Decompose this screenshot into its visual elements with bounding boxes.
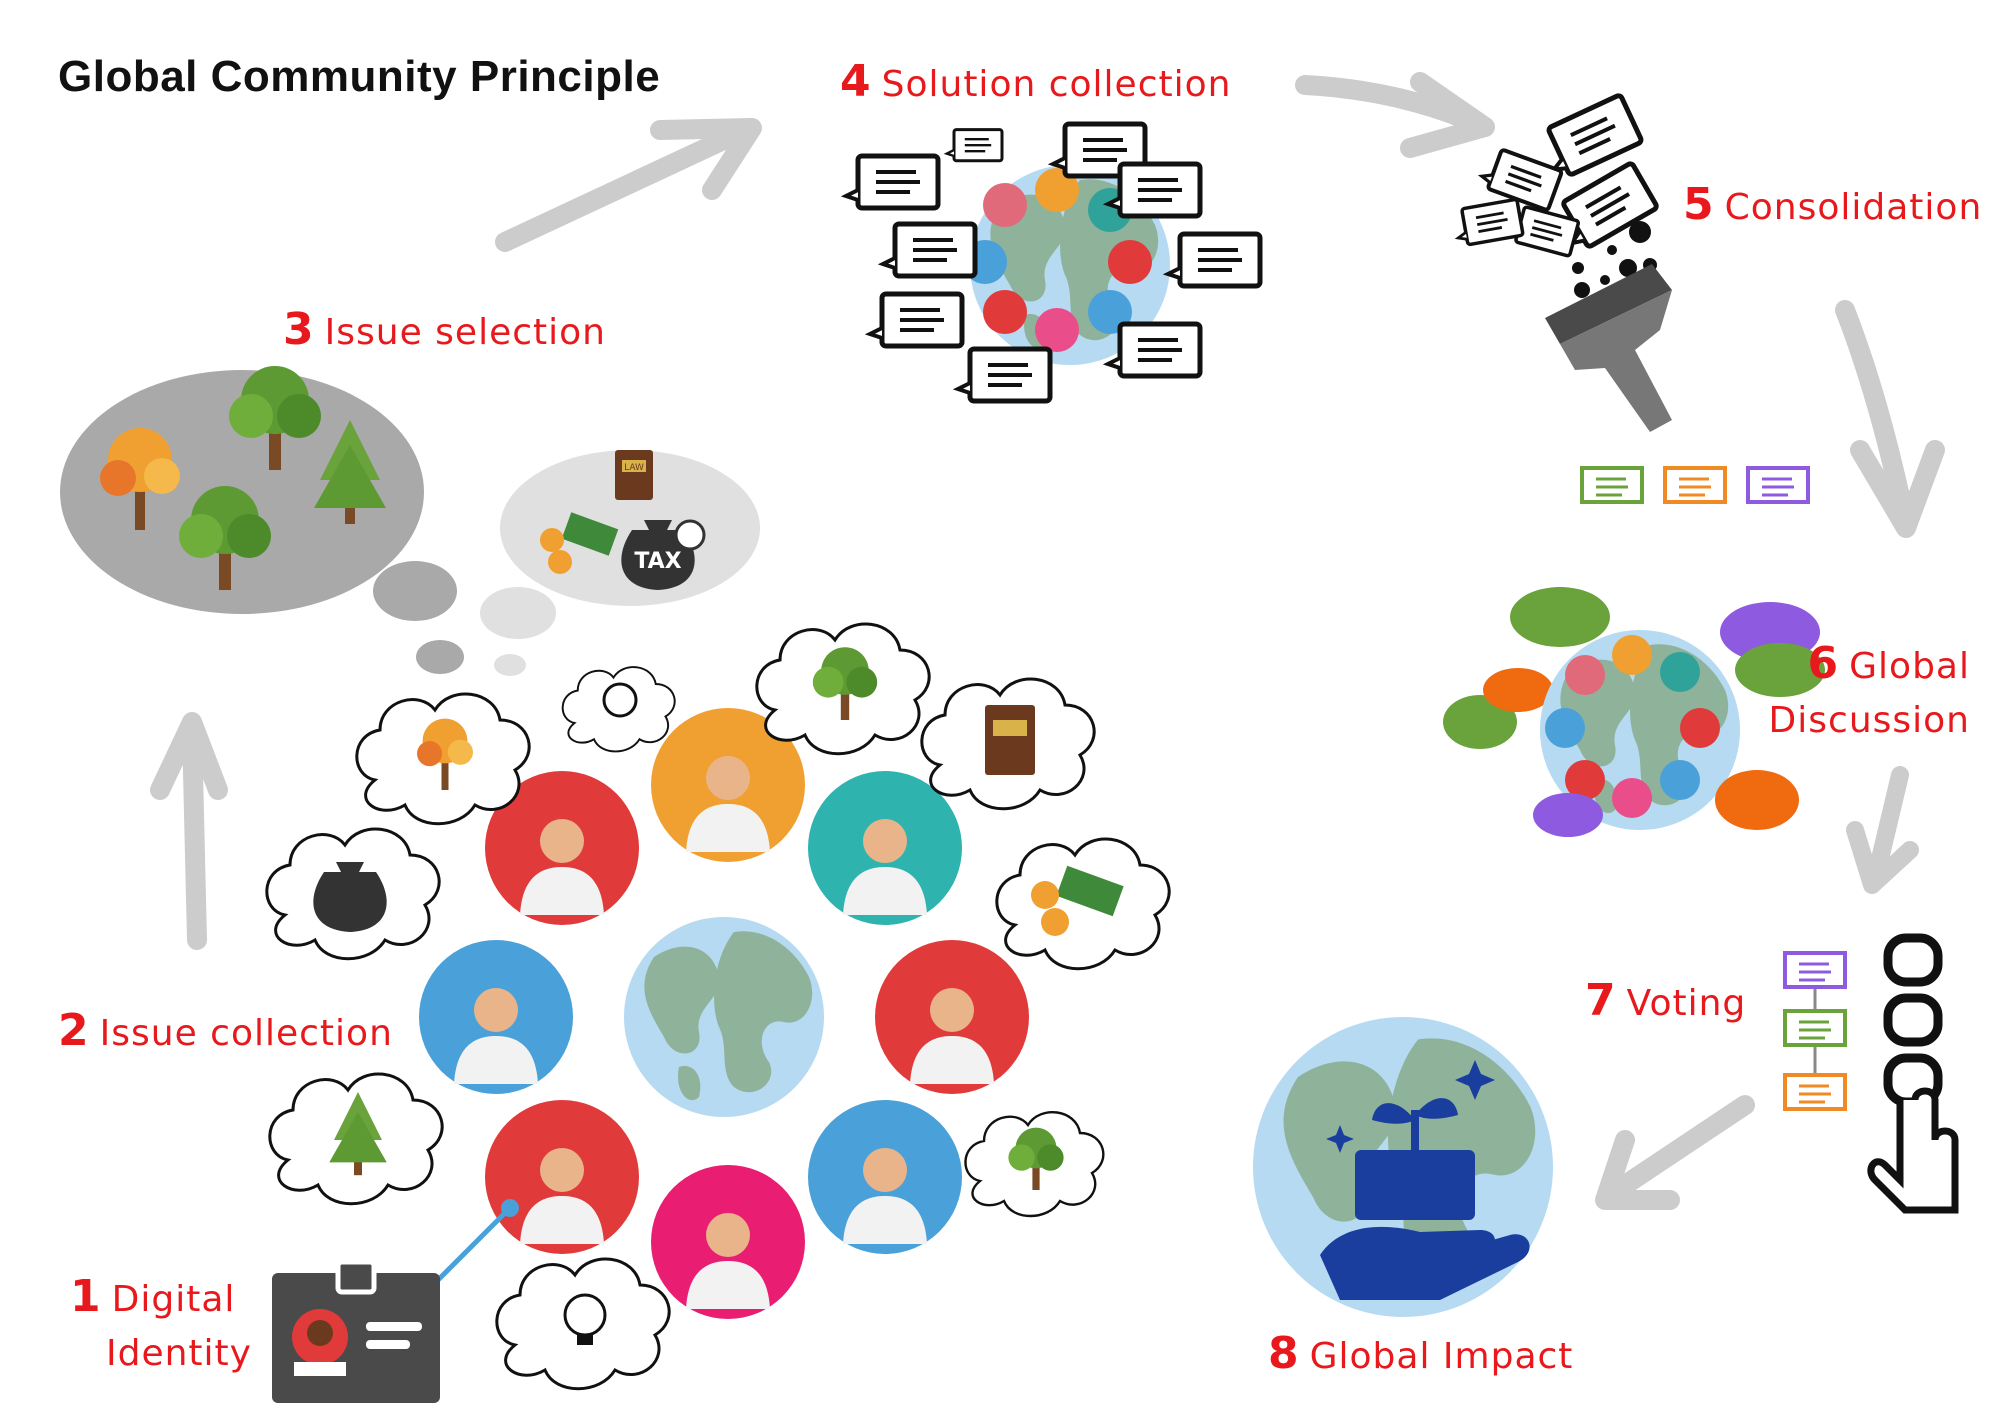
step-4-number: 4: [840, 56, 872, 107]
step-3-number: 3: [283, 304, 315, 355]
solution-collection-illustration: [846, 124, 1260, 401]
law-book-label: LAW: [624, 463, 644, 473]
avatar-upper-right: [808, 771, 962, 925]
thought-cloud-money: [995, 837, 1171, 971]
issue-selection-thought-bubble: LAW TAX: [60, 366, 760, 676]
arrow-2-to-3: [150, 712, 228, 950]
arrow-4-to-5: [1295, 72, 1495, 158]
thought-cloud-law-book: [920, 677, 1096, 811]
step-7-number: 7: [1585, 975, 1617, 1026]
community-illustration: [265, 622, 1171, 1391]
avatar-bottom: [651, 1165, 805, 1319]
tax-bag-label: TAX: [634, 549, 681, 574]
thought-cloud-green-tree-top: [755, 622, 931, 756]
thought-cloud-autumn-tree: [355, 692, 531, 826]
arrow-5-to-6: [1835, 300, 1945, 538]
arrow-6-to-7: [1846, 766, 1919, 894]
thought-cloud-green-tree-right: [964, 1110, 1105, 1218]
avatar-lower-right: [808, 1100, 962, 1254]
thought-cloud-lightbulb-bottom: [495, 1257, 671, 1391]
avatar-right: [875, 940, 1029, 1094]
step-2-number: 2: [58, 1005, 90, 1056]
avatar-lower-left: [485, 1100, 639, 1254]
thought-cloud-pine-tree: [268, 1072, 444, 1206]
digital-identity-card-icon: [272, 1199, 519, 1403]
step-5-number: 5: [1683, 179, 1715, 230]
avatar-left: [419, 940, 573, 1094]
consolidation-funnel-illustration: [1451, 95, 1810, 504]
thought-cloud-tax-bag: [265, 827, 441, 961]
step-8-number: 8: [1268, 1328, 1300, 1379]
arrow-7-to-8: [1595, 1095, 1755, 1210]
thought-cloud-lightbulb-top: [561, 666, 676, 753]
step-1-number: 1: [70, 1271, 102, 1322]
page-title: Global Community Principle: [58, 52, 661, 101]
step-6-number: 6: [1807, 638, 1840, 689]
voting-illustration: [1783, 933, 1959, 1214]
avatar-upper-left: [485, 771, 639, 925]
global-impact-illustration: [1253, 1017, 1553, 1317]
arrow-3-to-4: [495, 118, 762, 252]
global-discussion-illustration: [1443, 587, 1825, 837]
avatar-top: [651, 708, 805, 862]
